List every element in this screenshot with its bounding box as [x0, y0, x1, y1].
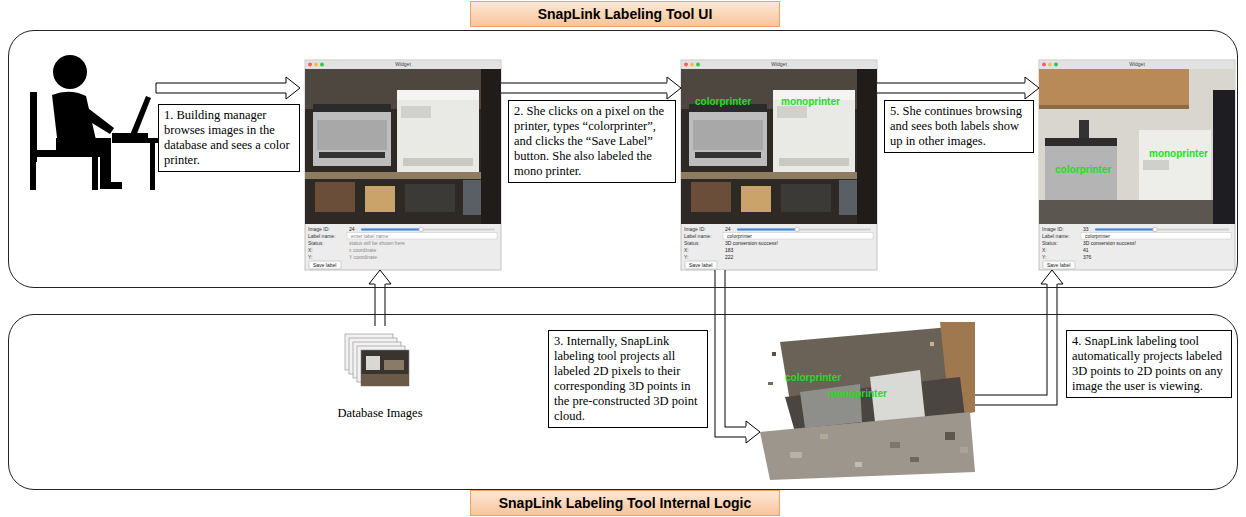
form-label: Y:	[308, 254, 312, 260]
overlay-label: colorprinter	[785, 372, 841, 384]
form-label: X:	[308, 247, 313, 253]
form-label: Status:	[308, 240, 324, 246]
form-value: 41	[1083, 247, 1089, 253]
form-label: Status:	[1042, 240, 1058, 246]
hollow-arrow	[369, 270, 391, 326]
arrow-head	[1025, 77, 1039, 99]
person-icon	[30, 55, 162, 190]
callout-text: 2. She clicks on a pixel on the printer,…	[514, 104, 670, 179]
arrow-shaft-fill	[376, 284, 385, 326]
arrow-head	[746, 421, 760, 443]
hollow-arrow	[501, 77, 681, 99]
hollow-arrow	[877, 77, 1039, 99]
form-label: Label name:	[684, 233, 712, 239]
arrow-shaft-outline	[975, 284, 1052, 400]
form-value: colorprinter	[1085, 233, 1110, 239]
placeholder-text: x coordinate	[349, 247, 376, 253]
form-label: Image ID:	[1042, 226, 1064, 232]
step-callout: 2. She clicks on a pixel on the printer,…	[508, 100, 676, 183]
step-callout: 3. Internally, SnapLink labeling tool pr…	[548, 330, 708, 428]
placeholder-text: status will be shown here	[349, 240, 405, 246]
form-value: 24	[349, 226, 355, 232]
form-label: Y:	[684, 254, 688, 260]
window-title: Widget	[1039, 60, 1235, 69]
section-banner: SnapLink Labeling Tool Internal Logic	[470, 490, 780, 516]
callout-text: 1. Building manager browses images in th…	[164, 108, 294, 168]
arrow-shaft-outline	[501, 83, 667, 94]
form-label: Y:	[1042, 254, 1046, 260]
arrow-shaft-fill	[877, 84, 1025, 93]
overlay-label: colorprinter	[1055, 164, 1111, 176]
form-label: X:	[684, 247, 689, 253]
callout-text: 4. SnapLink labeling tool automatically …	[1072, 334, 1226, 394]
overlay-label: monoprinter	[828, 388, 887, 400]
form-label: Image ID:	[684, 226, 706, 232]
form-value: 3D conversion success!	[725, 240, 778, 246]
step-callout: 1. Building manager browses images in th…	[158, 104, 300, 172]
form-value: colorprinter	[727, 233, 752, 239]
point-cloud-picture	[760, 322, 975, 480]
arrow-shaft-outline	[877, 83, 1025, 94]
point-cloud: colorprinter monoprinter	[760, 322, 975, 480]
section-banner: SnapLink Labeling Tool UI	[470, 1, 780, 27]
window-title: Widget	[305, 60, 501, 69]
app-window: Widget colorprinter monoprinterImage ID: 33…	[1039, 60, 1235, 270]
form-label: Status:	[684, 240, 700, 246]
app-window-picture	[1039, 60, 1235, 270]
form-label: Image ID:	[308, 226, 330, 232]
window-title: Widget	[681, 60, 877, 69]
callout-text: 3. Internally, SnapLink labeling tool pr…	[554, 334, 702, 424]
form-value: 222	[725, 254, 733, 260]
hollow-arrow	[975, 270, 1063, 400]
arrow-head	[1041, 270, 1063, 284]
form-value: 33	[1083, 226, 1089, 232]
form-value: 24	[725, 226, 731, 232]
overlay-label: colorprinter	[695, 96, 751, 108]
section-panel: SnapLink Labeling Tool UI1. Building man…	[8, 30, 1238, 288]
form-label: X:	[1042, 247, 1047, 253]
form-value: 376	[1083, 254, 1091, 260]
image-stack: Database Images	[320, 326, 440, 426]
app-window-picture	[681, 60, 877, 270]
arrow-shaft-fill	[720, 270, 746, 432]
app-window-picture	[305, 60, 501, 270]
arrow-shaft-outline	[375, 284, 386, 326]
hollow-arrow	[156, 77, 300, 99]
placeholder-text: Y coordinate	[349, 254, 377, 260]
arrow-head	[369, 270, 391, 284]
form-label: Label name:	[1042, 233, 1070, 239]
form-label: Label name:	[308, 233, 336, 239]
arrow-head	[667, 77, 681, 99]
form-value: 183	[725, 247, 733, 253]
overlay-label: monoprinter	[781, 96, 840, 108]
arrow-shaft-fill	[501, 84, 667, 93]
button-label: Save label	[1047, 262, 1070, 268]
app-window: WidgetImage ID: 24Label name: enter label …	[305, 60, 501, 270]
hollow-arrow	[720, 270, 760, 443]
callout-text: 5. She continues browsing and sees both …	[890, 104, 1028, 149]
form-value: 3D conversion success!	[1083, 240, 1136, 246]
overlay-label: monoprinter	[1149, 148, 1208, 160]
arrow-shaft-outline	[720, 270, 746, 432]
app-window: Widget colorprinter monoprinterImage ID: 24…	[681, 60, 877, 270]
button-label: Save label	[689, 262, 712, 268]
image-caption: Database Images	[320, 406, 440, 421]
arrow-shaft-fill	[975, 284, 1052, 400]
step-callout: 4. SnapLink labeling tool automatically …	[1066, 330, 1232, 398]
placeholder-text: enter label name	[351, 233, 388, 239]
section-panel: SnapLink Labeling Tool Internal LogicDat…	[8, 314, 1238, 490]
button-label: Save label	[313, 262, 336, 268]
step-callout: 5. She continues browsing and sees both …	[884, 100, 1034, 153]
image-stack-picture	[345, 334, 409, 386]
